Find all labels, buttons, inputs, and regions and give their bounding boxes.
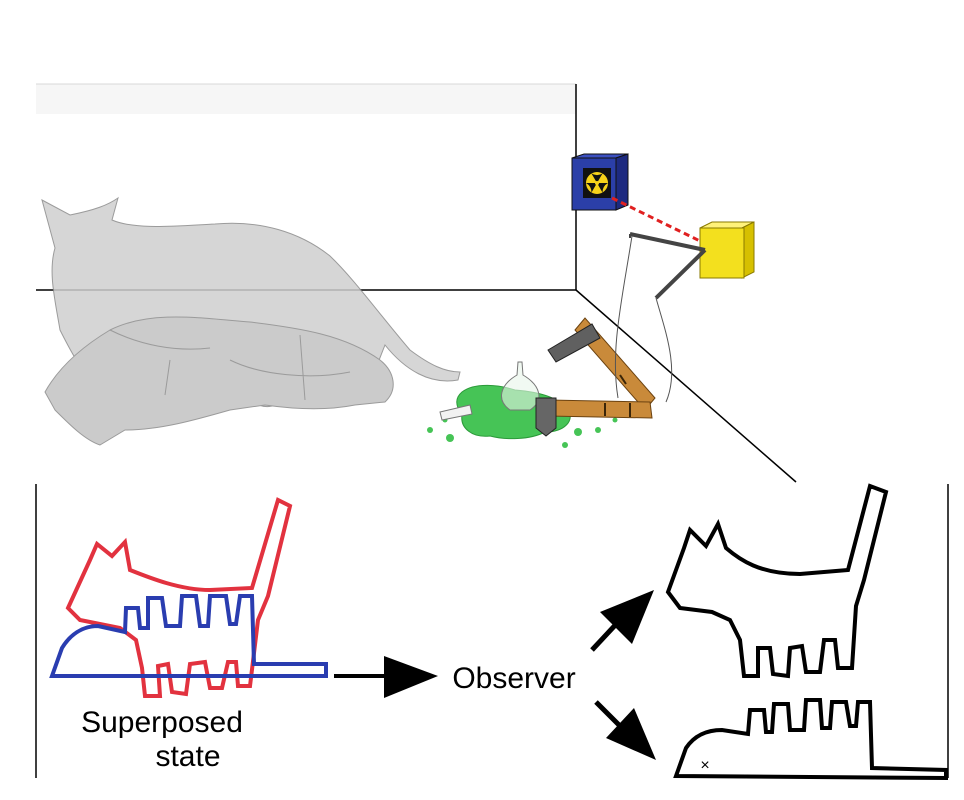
hammer-joints (604, 374, 631, 417)
poison-drop-5 (595, 427, 601, 433)
detector-box (699, 227, 745, 279)
arrow-down-head (606, 708, 656, 760)
hammer-head (547, 323, 601, 363)
ghost-cat-contours (109, 329, 351, 401)
arrow-up-head (600, 590, 654, 644)
dead-cat-outline (49, 594, 328, 678)
release-wire-1 (614, 235, 633, 399)
dead-mark: × (700, 757, 709, 774)
superposed-cats (49, 497, 328, 698)
broken-flask (501, 361, 540, 411)
floor-side-line (575, 289, 797, 483)
poison-drop-1 (427, 427, 433, 433)
hammer-mechanism (535, 317, 656, 437)
observer-label: Observer (452, 662, 575, 695)
arrow-down-shaft (594, 700, 622, 728)
lever-arm-top (629, 232, 706, 252)
alive-cat-outline (65, 497, 293, 698)
back-wall-top (36, 84, 576, 114)
ghost-cat-dead (44, 316, 394, 446)
hammer-striker (535, 397, 557, 437)
dead-outcome-cat (673, 698, 948, 781)
radiation-ray (611, 196, 703, 244)
poison-drop-7 (612, 417, 618, 423)
lever-arm-down (654, 248, 707, 300)
superposed-label-line1: Superposed (81, 706, 243, 739)
poison-drop-6 (562, 442, 568, 448)
trigger-apparatus (571, 153, 755, 403)
release-wire-2 (655, 297, 673, 403)
arrow-to-observer-head (384, 656, 438, 698)
hammer-base (547, 399, 653, 419)
alive-outcome-outline (665, 483, 889, 679)
dead-outcome-outline (673, 698, 948, 781)
radiation-symbol-icon (586, 172, 608, 194)
poison-drop-2 (446, 434, 454, 442)
alive-outcome-cat (665, 483, 889, 679)
glass-shard (439, 404, 473, 421)
poison-drop-4 (574, 428, 582, 436)
ghost-cats (41, 196, 461, 446)
superposed-label-line2: state (155, 740, 220, 773)
